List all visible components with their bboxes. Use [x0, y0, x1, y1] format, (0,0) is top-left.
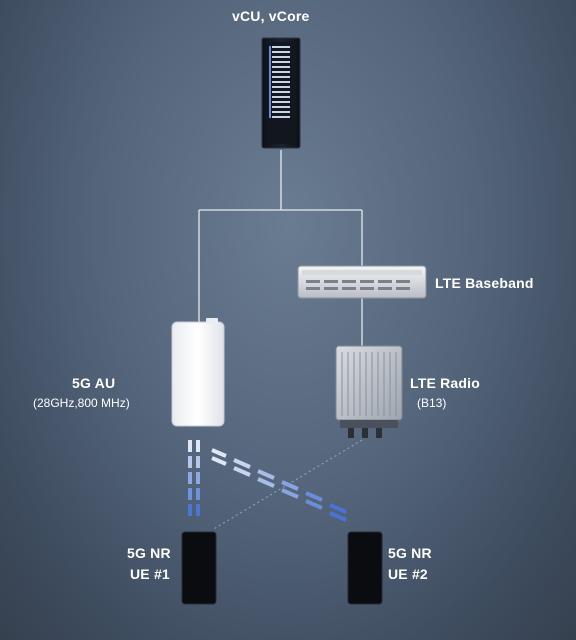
- beam-to-ue2: [211, 448, 347, 522]
- ue1-label-line2: UE #1: [130, 566, 170, 582]
- radio-unit-icon: [335, 345, 403, 438]
- lte-radio-link-ue1: [211, 439, 363, 531]
- lte-radio-label: LTE Radio: [410, 375, 480, 391]
- beam-to-ue1: [188, 440, 200, 516]
- ue1-label-line1: 5G NR: [127, 545, 171, 561]
- links: [198, 150, 363, 346]
- ue2-label-line2: UE #2: [388, 566, 428, 582]
- lte-radio-sublabel: (B13): [417, 396, 447, 410]
- access-unit-icon: [171, 318, 225, 427]
- ue2-label-line1: 5G NR: [388, 545, 432, 561]
- lte-baseband-label: LTE Baseband: [435, 275, 534, 291]
- ue2-phone-icon: [347, 531, 383, 605]
- server-rack-icon: [261, 37, 301, 149]
- au-5g-sublabel: (28GHz,800 MHz): [33, 396, 130, 410]
- baseband-unit-icon: [297, 265, 427, 299]
- au-5g-label: 5G AU: [72, 375, 116, 391]
- ue1-phone-icon: [181, 531, 217, 605]
- vcu-label: vCU, vCore: [232, 8, 310, 24]
